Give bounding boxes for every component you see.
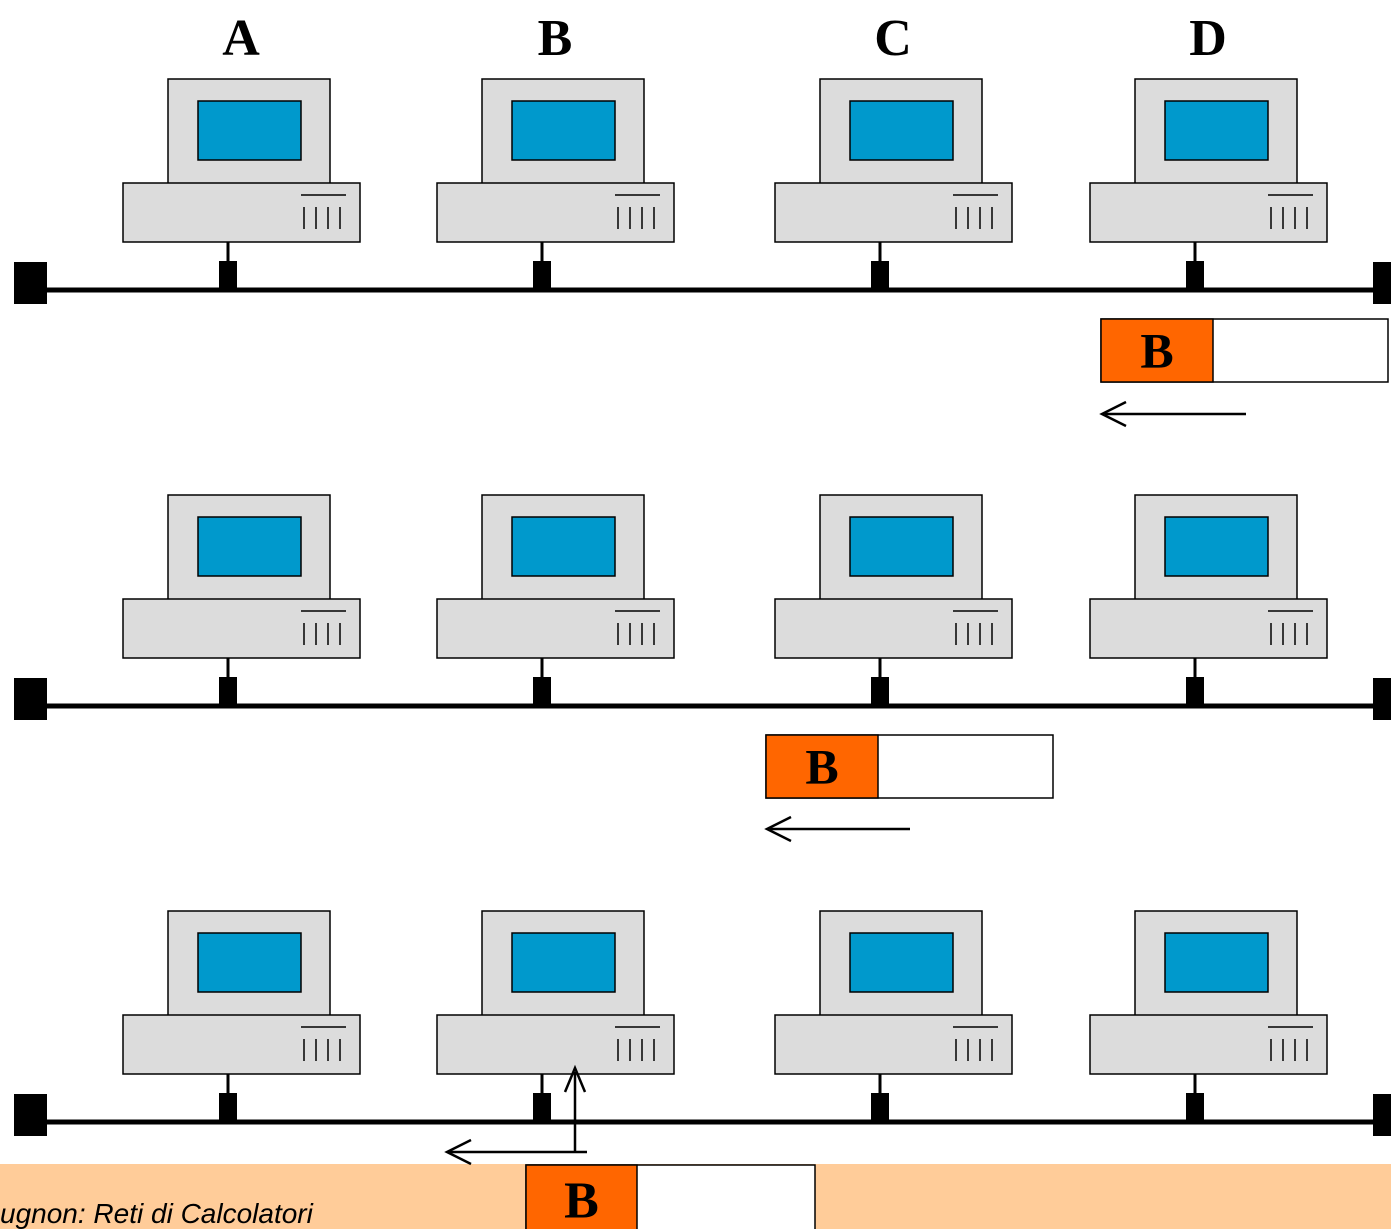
transceiver-tap: [219, 1093, 237, 1121]
station-label: B: [538, 10, 573, 67]
screen: [197, 932, 302, 993]
frame-header: [1100, 318, 1214, 383]
screen: [511, 932, 616, 993]
transceiver-tap: [1186, 261, 1204, 289]
system-unit: [774, 1014, 1013, 1075]
arrow-head: [563, 1064, 587, 1093]
terminator-right: [1373, 262, 1391, 304]
computer-icon: [1089, 910, 1328, 1121]
frame-1: B: [1100, 318, 1389, 383]
frame-header: [765, 734, 879, 799]
network-row-3: [14, 910, 1391, 1136]
system-unit: [1089, 182, 1328, 243]
terminator-right: [1373, 1094, 1391, 1136]
direction-arrow-1: [1099, 400, 1246, 428]
computer-icon: [1089, 494, 1328, 705]
screen: [849, 516, 954, 577]
transceiver-tap: [871, 261, 889, 289]
computer-icon: [774, 494, 1013, 705]
screen: [197, 516, 302, 577]
network-row-1: [14, 78, 1391, 304]
system-unit: [774, 598, 1013, 659]
direction-arrow-3: [444, 1138, 587, 1166]
station-label: A: [222, 10, 260, 67]
arrow-head: [1099, 400, 1127, 428]
frame-header: [525, 1164, 638, 1229]
screen: [1164, 932, 1269, 993]
system-unit: [436, 598, 675, 659]
arrow-head: [764, 815, 792, 843]
station-label: D: [1189, 10, 1227, 67]
receive-arrow: [563, 1064, 587, 1152]
computer-icon: [1089, 78, 1328, 289]
computer-icon: [774, 910, 1013, 1121]
transceiver-tap: [871, 677, 889, 705]
frame-destination-label: B: [564, 1173, 599, 1229]
computer-icon: [122, 78, 361, 289]
transceiver-tap: [1186, 677, 1204, 705]
transceiver-tap: [533, 261, 551, 289]
transceiver-tap: [533, 1093, 551, 1121]
terminator-right: [1373, 678, 1391, 720]
terminator-left: [14, 1094, 47, 1136]
station-label: C: [874, 10, 912, 67]
screen: [849, 932, 954, 993]
system-unit: [122, 1014, 361, 1075]
screen: [849, 100, 954, 161]
frame-destination-label: B: [805, 739, 838, 795]
transceiver-tap: [533, 677, 551, 705]
frame-3: B: [525, 1164, 816, 1229]
screen: [1164, 516, 1269, 577]
arrow-head: [444, 1138, 472, 1166]
computer-icon: [774, 78, 1013, 289]
system-unit: [1089, 598, 1328, 659]
system-unit: [1089, 1014, 1328, 1075]
system-unit: [774, 182, 1013, 243]
screen: [1164, 100, 1269, 161]
transceiver-tap: [871, 1093, 889, 1121]
computer-icon: [122, 910, 361, 1121]
screen: [511, 100, 616, 161]
frame-destination-label: B: [1140, 323, 1173, 379]
computer-icon: [436, 494, 675, 705]
terminator-left: [14, 262, 47, 304]
screen: [197, 100, 302, 161]
frame-2: B: [765, 734, 1054, 799]
transceiver-tap: [219, 261, 237, 289]
terminator-left: [14, 678, 47, 720]
screen: [511, 516, 616, 577]
direction-arrow-2: [764, 815, 910, 843]
computer-icon: [436, 78, 675, 289]
system-unit: [436, 182, 675, 243]
transceiver-tap: [1186, 1093, 1204, 1121]
computer-icon: [122, 494, 361, 705]
system-unit: [122, 598, 361, 659]
system-unit: [122, 182, 361, 243]
footer-text: ugnon: Reti di Calcolatori: [0, 1198, 313, 1229]
network-row-2: [14, 494, 1391, 720]
transceiver-tap: [219, 677, 237, 705]
computer-icon: [436, 910, 675, 1121]
system-unit: [436, 1014, 675, 1075]
